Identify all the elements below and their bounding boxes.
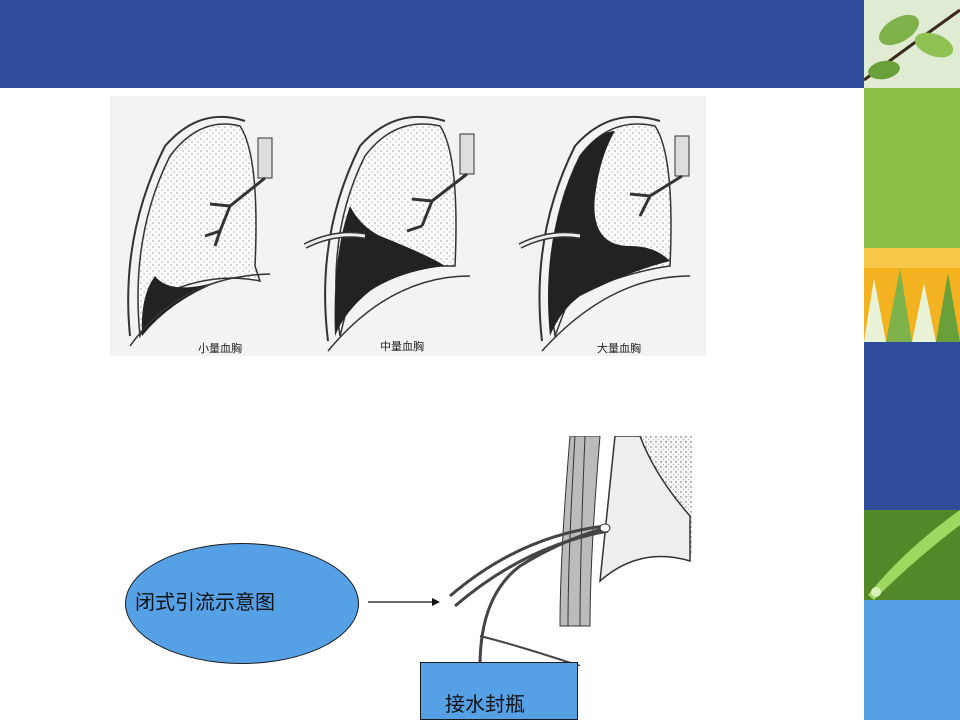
label-medium-hemothorax: 中量血胸	[380, 339, 424, 353]
closed-drainage-illustration	[449, 436, 692, 666]
light-blue-block	[864, 600, 960, 720]
hemothorax-illustration: 小量血胸 中量血胸 大量血胸	[110, 96, 706, 356]
lung-large-hemothorax	[518, 115, 691, 352]
lung-small-hemothorax	[127, 115, 273, 347]
leaf-photo-top	[864, 0, 960, 88]
label-large-hemothorax: 大量血胸	[597, 341, 641, 355]
leaf-drop-photo	[864, 510, 960, 600]
decorative-side-strip	[864, 0, 960, 720]
water-seal-bottle-label: 接水封瓶	[445, 692, 525, 716]
title-bar	[0, 0, 864, 88]
tulip-photo	[864, 248, 960, 342]
closed-drainage-caption: 闭式引流示意图	[135, 590, 275, 614]
dark-blue-block	[864, 342, 960, 510]
lung-medium-hemothorax	[303, 115, 475, 352]
water-seal-bottle-box	[420, 662, 578, 720]
green-block	[864, 88, 960, 248]
caption-ellipse	[125, 543, 359, 664]
arrow-right-icon	[368, 598, 440, 606]
label-small-hemothorax: 小量血胸	[198, 341, 242, 355]
